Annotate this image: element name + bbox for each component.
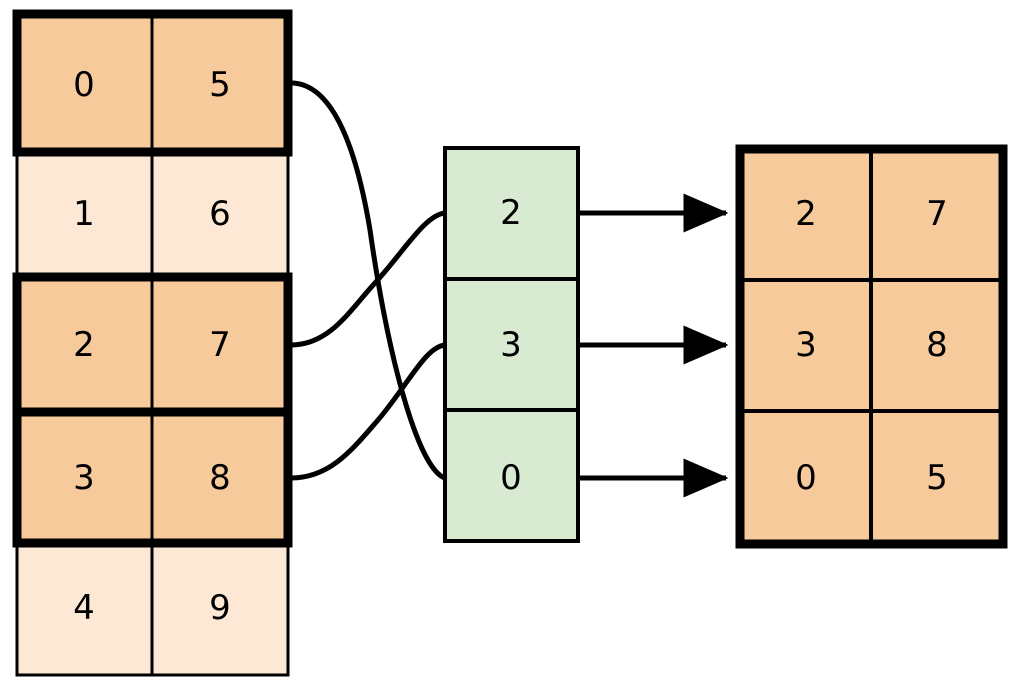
- result-cell-r2c1: [869, 409, 1005, 546]
- arrow-group: [578, 193, 729, 498]
- key-column: 2 3 0: [443, 146, 580, 543]
- result-text-r2c1: 5: [926, 458, 948, 498]
- result-cell-r1c0: [738, 278, 873, 413]
- source-cell-r1c0: [15, 150, 154, 279]
- source-text-r2c1: 7: [209, 325, 231, 365]
- source-cell-r3c0: [15, 410, 154, 545]
- connector-row2-to-key0: [290, 210, 446, 348]
- source-cell-r3c1: [150, 410, 290, 545]
- connector-group: [290, 80, 447, 481]
- source-cell-r2c0: [15, 275, 154, 414]
- source-cell-r0c0: [15, 12, 154, 154]
- source-cell-r2c1: [150, 275, 290, 414]
- result-cell-r0c1: [869, 147, 1005, 282]
- result-table-outline: [735, 144, 1008, 549]
- source-text-r1c1: 6: [209, 194, 231, 234]
- source-table: 0 5 1 6 2 7 3 8 4 9: [12, 9, 293, 677]
- source-cell-r1c1: [150, 150, 290, 279]
- source-text-r3c1: 8: [209, 458, 231, 498]
- source-text-r0c0: 0: [73, 65, 95, 105]
- source-text-r0c1: 5: [209, 65, 231, 105]
- key-cell-1: [443, 277, 580, 412]
- result-text-r0c1: 7: [926, 194, 948, 234]
- source-text-r4c1: 9: [209, 588, 231, 628]
- result-text-r1c0: 3: [795, 325, 817, 365]
- source-text-r1c0: 1: [73, 194, 95, 234]
- key-cell-0: [443, 146, 580, 281]
- connector-row0-to-key2: [290, 80, 447, 481]
- result-cell-r2c0: [738, 409, 873, 546]
- source-text-r2c0: 2: [73, 325, 95, 365]
- source-text-r3c0: 3: [73, 458, 95, 498]
- connector-row3-to-key1: [290, 342, 446, 481]
- source-text-r4c0: 4: [73, 588, 95, 628]
- source-row-highlight-2-3: [12, 272, 293, 548]
- key-text-0: 2: [500, 193, 522, 233]
- source-row-highlight-0: [12, 9, 293, 157]
- result-text-r1c1: 8: [926, 325, 948, 365]
- key-text-1: 3: [500, 325, 522, 365]
- source-cell-r4c1: [150, 541, 290, 677]
- result-text-r2c0: 0: [795, 458, 817, 498]
- result-cell-r1c1: [869, 278, 1005, 413]
- source-cell-r4c0: [15, 541, 154, 677]
- result-table: 2 7 3 8 0 5: [735, 144, 1008, 549]
- result-cell-r0c0: [738, 147, 873, 282]
- result-text-r0c0: 2: [795, 194, 817, 234]
- key-cell-2: [443, 408, 580, 543]
- source-cell-r0c1: [150, 12, 290, 154]
- key-text-2: 0: [500, 458, 522, 498]
